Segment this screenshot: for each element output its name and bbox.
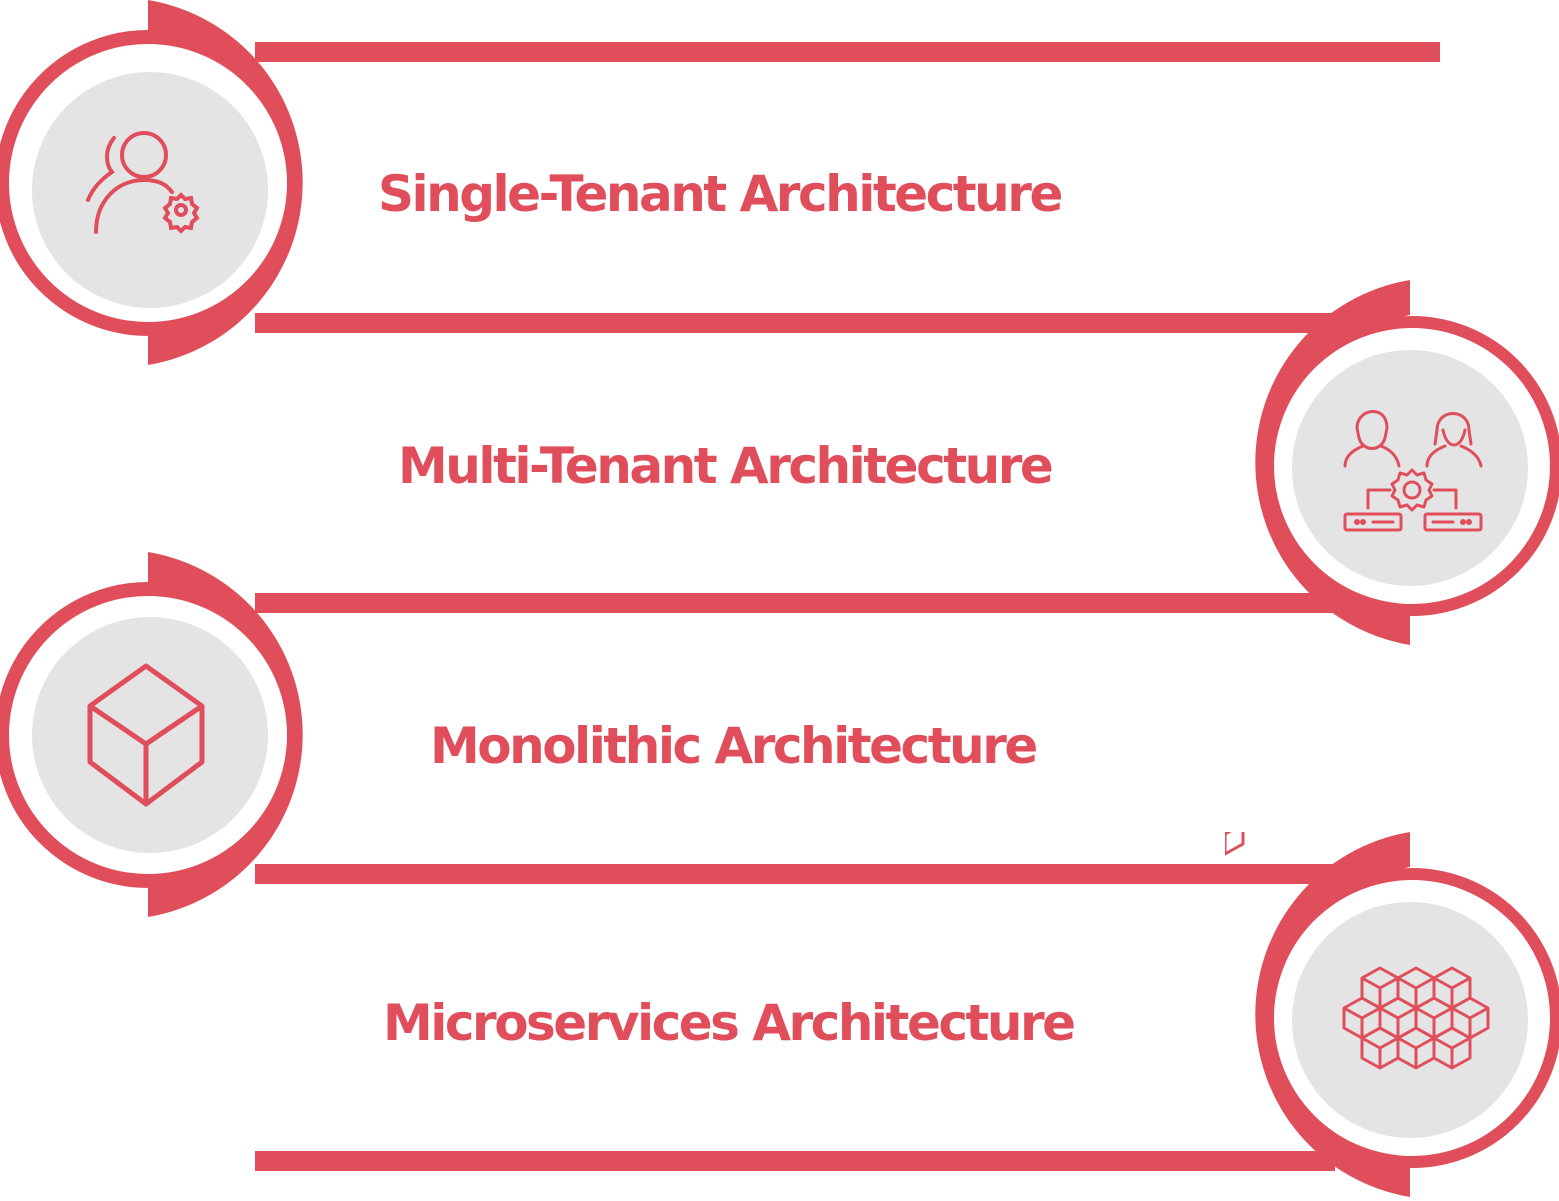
- cube-icon: [87, 663, 205, 807]
- step-4-badge: [1225, 832, 1559, 1201]
- item-title-monolithic: Monolithic Architecture: [430, 717, 1038, 775]
- connector-line-2: [255, 313, 1335, 333]
- item-title-single-tenant: Single-Tenant Architecture: [378, 165, 1063, 223]
- item-title-microservices: Microservices Architecture: [383, 994, 1076, 1052]
- team-gear-servers-icon: [1343, 410, 1483, 532]
- connector-line-5: [255, 1151, 1335, 1171]
- step-2-badge: [1225, 280, 1559, 650]
- step-3-badge: [0, 552, 340, 922]
- connector-line-3: [255, 593, 1335, 613]
- step-1-badge: [0, 0, 340, 370]
- user-gear-icon: [86, 131, 200, 234]
- connector-line-4: [255, 864, 1335, 884]
- connector-line-1: [255, 42, 1440, 62]
- item-title-multi-tenant: Multi-Tenant Architecture: [398, 437, 1054, 495]
